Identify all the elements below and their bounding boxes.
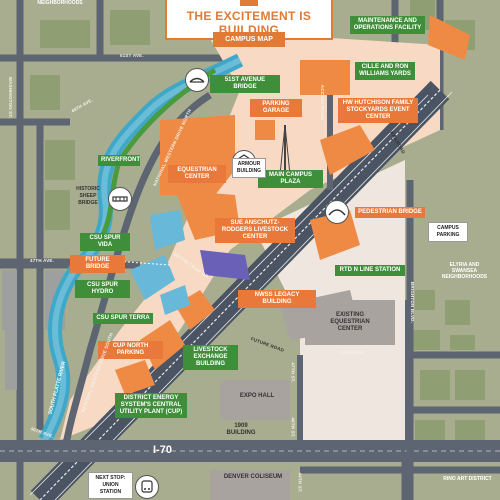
label-expo-hall: EXPO HALL [239,393,275,399]
label-main-plaza: MAIN CAMPUS PLAZA [258,170,323,188]
label-historic-bridge: HISTORIC SHEEP BRIDGE [76,186,100,206]
street-brighton: BRIGHTON BLVD. [410,281,416,324]
label-csu-hydro: CSU SPUR HYDRO [75,280,130,298]
street-47th-west: 47TH AVE. [30,258,55,263]
label-1909: 1909 BUILDING [226,423,256,436]
label-i70: I-70 [153,444,172,456]
label-neighborhoods-top: NEIGHBORHOODS [37,0,83,6]
street-47th-east: 47TH AVE. [340,350,365,355]
label-pedestrian-bridge: PEDESTRIAN BRIDGE [355,207,425,218]
map-subtitle: CAMPUS MAP [213,32,285,47]
street-washington: WASHINGTON ST. [8,76,14,119]
train-icon [135,475,159,499]
label-next-stop: NEXT STOP: UNION STATION [88,472,133,499]
label-armour: ARMOUR BUILDING [232,158,266,178]
label-51st-bridge: 51ST AVENUE BRIDGE [210,75,280,93]
label-livestock-exchange: LIVESTOCK EXCHANGE BUILDING [183,345,238,370]
label-existing-equestrian: EXISTING EQUESTRIAN CENTER [330,312,370,332]
label-future-bridge: FUTURE BRIDGE [70,255,125,273]
label-csu-vida: CSU SPUR VIDA [80,233,130,251]
label-elyria: ELYRIA AND SWANSEA NEIGHBORHOODS [441,262,488,280]
label-rino: RINO ART DISTRICT [443,476,492,482]
label-campus-parking: CAMPUS PARKING [428,222,468,242]
street-47th-st: 47TH ST. [290,362,296,383]
label-rtd: RTD N LINE STATION [335,265,405,276]
street-access-road: ACCESS ROAD [320,84,326,121]
label-denver-coliseum: DENVER COLISEUM [223,474,283,480]
label-sue-anschutz: SUE ANSCHUTZ-RODGERS LIVESTOCK CENTER [215,218,295,243]
sheep-bridge-icon [108,187,132,211]
label-csu-terra: CSU SPUR TERRA [93,313,153,324]
street-51st: 51ST AVE. [120,53,144,58]
bridge-icon [185,68,209,92]
pedestrian-bridge-icon [325,200,349,224]
label-hw-hutchison: HW HUTCHISON FAMILY STOCKYARDS EVENT CEN… [338,98,418,123]
label-cille-ron: CILLE AND RON WILLIAMS YARDS [355,62,415,80]
label-parking-garage: PARKING GARAGE [250,99,302,117]
title-notch [240,0,258,6]
street-44th: 44TH ST. [297,472,303,493]
label-nwss-legacy: NWSS LEGACY BUILDING [238,290,316,308]
label-riverfront: RIVERFRONT [98,155,140,166]
label-equestrian-center: EQUESTRIAN CENTER [168,165,226,183]
street-46th-st: 46TH ST. [290,417,296,438]
label-maintenance: MAINTENANCE AND OPERATIONS FACILITY [350,16,425,34]
label-cup-north: CUP NORTH PARKING [98,341,163,359]
label-district-energy: DISTRICT ENERGY SYSTEM'S CENTRAL UTILITY… [115,393,187,418]
